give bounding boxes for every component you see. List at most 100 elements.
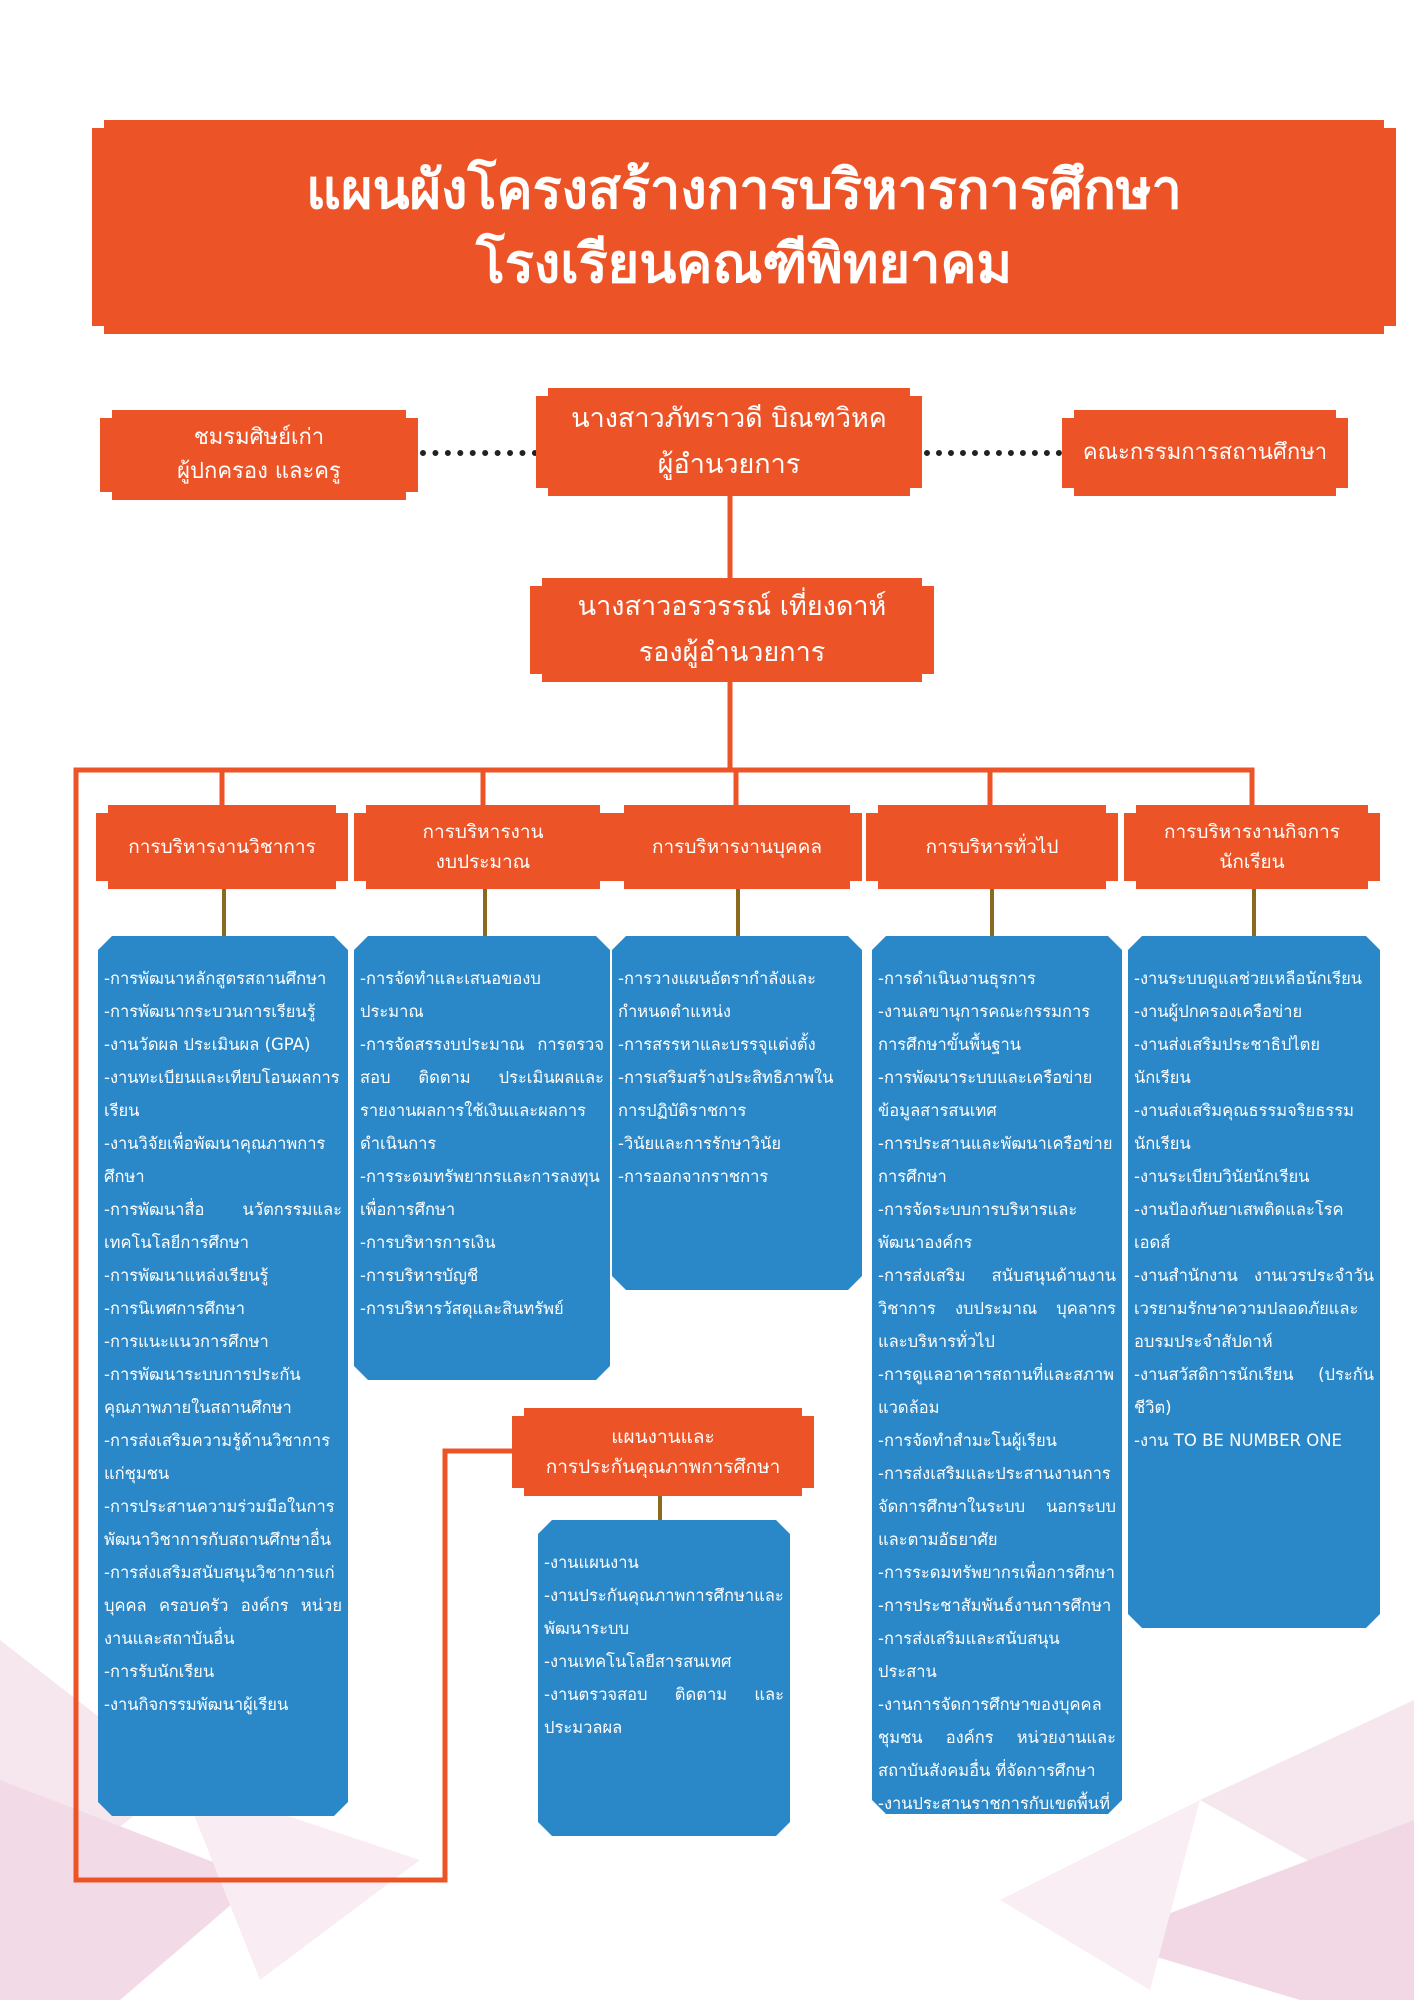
director-name: นางสาวภัทราวดี บิณฑวิหค — [571, 403, 887, 434]
list-item: -การจัดทำสำมะโนผู้เรียน — [878, 1431, 1057, 1450]
plan-items-panel: -งานแผนงาน -งานประกันคุณภาพการศึกษาและพัฒ… — [538, 1520, 790, 1836]
dotted-link-left — [420, 450, 538, 456]
department-title-line: การบริหารงานกิจการ — [1164, 821, 1340, 843]
department-header: การบริหารทั่วไป — [866, 805, 1118, 889]
list-item: -การบริหารการเงิน — [360, 1233, 496, 1252]
list-item: -การพัฒนาระบบและเครือข่ายข้อมูลสารสนเทศ — [878, 1068, 1093, 1120]
list-item: -การวางแผนอัตรากำลังและกำหนดตำแหน่ง — [618, 969, 817, 1021]
list-item: -งานวัดผล ประเมินผล (GPA) — [104, 1035, 311, 1054]
department-title-line: การบริหารทั่วไป — [925, 836, 1059, 858]
department-title-line: การบริหารงานบุคคล — [651, 836, 823, 858]
department-title-line: นักเรียน — [1219, 851, 1285, 873]
list-item: -งานวิจัยเพื่อพัฒนาคุณภาพการศึกษา — [104, 1134, 326, 1186]
committee-box: คณะกรรมการสถานศึกษา — [1062, 410, 1348, 496]
list-item: -การจัดสรรงบประมาณ การตรวจสอบ ติดตาม ประ… — [360, 1035, 604, 1153]
dotted-link-right — [924, 450, 1062, 456]
list-item: -งานระเบียบวินัยนักเรียน — [1134, 1167, 1310, 1186]
list-item: -การดูแลอาคารสถานที่และสภาพแวดล้อม — [878, 1365, 1115, 1417]
item-list: -การพัฒนาหลักสูตรสถานศึกษา -การพัฒนากระบว… — [104, 962, 342, 1721]
department-title-line: การบริหารงานวิชาการ — [128, 836, 316, 858]
list-item: -งานการจัดการศึกษาของบุคคล ชุมชน องค์กร … — [878, 1695, 1116, 1780]
list-item: -การออกจากราชการ — [618, 1167, 769, 1186]
list-item: -การนิเทศการศึกษา — [104, 1299, 246, 1318]
list-item: -งานส่งเสริมคุณธรรมจริยธรรมนักเรียน — [1134, 1101, 1355, 1153]
list-item: -การส่งเสริมสนับสนุนวิชาการแก่บุคคล ครอบ… — [104, 1563, 342, 1648]
list-item: -การพัฒนาหลักสูตรสถานศึกษา — [104, 969, 327, 988]
list-item: -การประสานและพัฒนาเครือข่ายการศึกษา — [878, 1134, 1113, 1186]
list-item: -การประสานความร่วมมือในการพัฒนาวิชาการกั… — [104, 1497, 335, 1549]
list-item: -การพัฒนากระบวนการเรียนรู้ — [104, 1002, 316, 1021]
list-item: -การแนะแนวการศึกษา — [104, 1332, 269, 1351]
department-items-panel: -การวางแผนอัตรากำลังและกำหนดตำแหน่ง -การส… — [612, 936, 862, 1290]
item-list: -งานระบบดูแลช่วยเหลือนักเรียน -งานผู้ปกคร… — [1134, 962, 1374, 1457]
list-item: -การส่งเสริมและประสานงานการจัดการศึกษาใน… — [878, 1464, 1116, 1549]
stem — [736, 889, 740, 939]
item-list: -การวางแผนอัตรากำลังและกำหนดตำแหน่ง -การส… — [618, 962, 856, 1193]
plan-qa-header: แผนงานและ การประกันคุณภาพการศึกษา — [512, 1408, 814, 1496]
chart-title: แผนผังโครงสร้างการบริหารการศึกษา โรงเรีย… — [92, 120, 1396, 334]
item-list: -งานแผนงาน -งานประกันคุณภาพการศึกษาและพัฒ… — [544, 1546, 784, 1744]
list-item: -การประชาสัมพันธ์งานการศึกษา — [878, 1596, 1112, 1615]
list-item: -การส่งเสริมและสนับสนุนประสาน — [878, 1629, 1060, 1681]
alumni-box: ชมรมศิษย์เก่า ผู้ปกครอง และครู — [100, 410, 418, 500]
stem — [483, 889, 487, 939]
department-header: การบริหารงานบุคคล — [612, 805, 862, 889]
department-title-line: การบริหารงาน — [422, 821, 544, 843]
department-items-panel: -การดำเนินงานธุรการ -งานเลขานุการคณะกรรมก… — [872, 936, 1122, 1814]
list-item: -การพัฒนาแหล่งเรียนรู้ — [104, 1266, 269, 1285]
list-item: -การบริหารวัสดุและสินทรัพย์ — [360, 1299, 564, 1318]
list-item: -งานเลขานุการคณะกรรมการการศึกษาขั้นพื้นฐ… — [878, 1002, 1091, 1054]
department-header: การบริหารงานวิชาการ — [96, 805, 348, 889]
list-item: -วินัยและการรักษาวินัย — [618, 1134, 782, 1153]
list-item: -งานทะเบียนและเทียบโอนผลการเรียน — [104, 1068, 340, 1120]
list-item: -การรับนักเรียน — [104, 1662, 215, 1681]
list-item: -งานกิจกรรมพัฒนาผู้เรียน — [104, 1695, 289, 1714]
list-item: -งานป้องกันยาเสพติดและโรคเอดส์ — [1134, 1200, 1344, 1252]
department-header: การบริหารงานกิจการ นักเรียน — [1124, 805, 1380, 889]
list-item: -งานประกันคุณภาพการศึกษาและพัฒนาระบบ — [544, 1586, 784, 1638]
department-items-panel: -งานระบบดูแลช่วยเหลือนักเรียน -งานผู้ปกคร… — [1128, 936, 1380, 1628]
list-item: -งานระบบดูแลช่วยเหลือนักเรียน — [1134, 969, 1363, 988]
plan-title-line: แผนงานและ — [611, 1426, 715, 1448]
list-item: -งานตรวจสอบ ติดตาม และประมวลผล — [544, 1685, 784, 1737]
title-line-1: แผนผังโครงสร้างการบริหารการศึกษา — [306, 158, 1182, 221]
director-box: นางสาวภัทราวดี บิณฑวิหค ผู้อำนวยการ — [536, 388, 922, 496]
list-item: -การระดมทรัพยากรและการลงทุนเพื่อการศึกษา — [360, 1167, 600, 1219]
deputy-position: รองผู้อำนวยการ — [638, 637, 826, 668]
committee-label: คณะกรรมการสถานศึกษา — [1082, 440, 1328, 465]
list-item: -การส่งเสริม สนับสนุนด้านงานวิชาการ งบปร… — [878, 1266, 1116, 1351]
list-item: -งานแผนงาน — [544, 1553, 639, 1572]
list-item: -งานเทคโนโลยีสารสนเทศ — [544, 1652, 732, 1671]
title-line-2: โรงเรียนคณฑีพิทยาคม — [475, 232, 1013, 295]
list-item: -การส่งเสริมความรู้ด้านวิชาการแก่ชุมชน — [104, 1431, 331, 1483]
alumni-line-2: ผู้ปกครอง และครู — [177, 459, 341, 484]
list-item: -การบริหารบัญชี — [360, 1266, 479, 1285]
list-item: -การจัดทำและเสนอของบประมาณ — [360, 969, 541, 1021]
stem — [658, 1496, 662, 1524]
list-item: -การดำเนินงานธุรการ — [878, 969, 1036, 988]
list-item: -การระดมทรัพยากรเพื่อการศึกษา — [878, 1563, 1115, 1582]
department-title-line: งบประมาณ — [435, 851, 531, 873]
list-item: -งาน TO BE NUMBER ONE — [1134, 1431, 1342, 1450]
director-position: ผู้อำนวยการ — [657, 449, 801, 480]
stem — [990, 889, 994, 939]
plan-title-line: การประกันคุณภาพการศึกษา — [545, 1456, 781, 1478]
stem — [222, 889, 226, 939]
deputy-box: นางสาวอรวรรณ์ เที่ยงดาห์ รองผู้อำนวยการ — [530, 578, 934, 682]
department-header: การบริหารงาน งบประมาณ — [354, 805, 612, 889]
list-item: -งานสำนักงาน งานเวรประจำวัน เวรยามรักษาค… — [1134, 1266, 1374, 1351]
list-item: -การเสริมสร้างประสิทธิภาพในการปฏิบัติราช… — [618, 1068, 834, 1120]
list-item: -การพัฒนาสื่อ นวัตกรรมและเทคโนโลยีการศึก… — [104, 1200, 342, 1252]
deputy-name: นางสาวอรวรรณ์ เที่ยงดาห์ — [577, 591, 887, 622]
list-item: -การจัดระบบการบริหารและพัฒนาองค์กร — [878, 1200, 1078, 1252]
list-item: -งานสวัสดิการนักเรียน (ประกันชีวิต) — [1134, 1365, 1374, 1417]
list-item: -งานผู้ปกครองเครือข่าย — [1134, 1002, 1303, 1021]
department-items-panel: -การจัดทำและเสนอของบประมาณ -การจัดสรรงบปร… — [354, 936, 610, 1380]
alumni-line-1: ชมรมศิษย์เก่า — [193, 425, 325, 450]
item-list: -การจัดทำและเสนอของบประมาณ -การจัดสรรงบปร… — [360, 962, 604, 1325]
department-items-panel: -การพัฒนาหลักสูตรสถานศึกษา -การพัฒนากระบว… — [98, 936, 348, 1816]
item-list: -การดำเนินงานธุรการ -งานเลขานุการคณะกรรมก… — [878, 962, 1116, 1886]
list-item: -การสรรหาและบรรจุแต่งตั้ง — [618, 1035, 816, 1054]
stem — [1252, 889, 1256, 939]
